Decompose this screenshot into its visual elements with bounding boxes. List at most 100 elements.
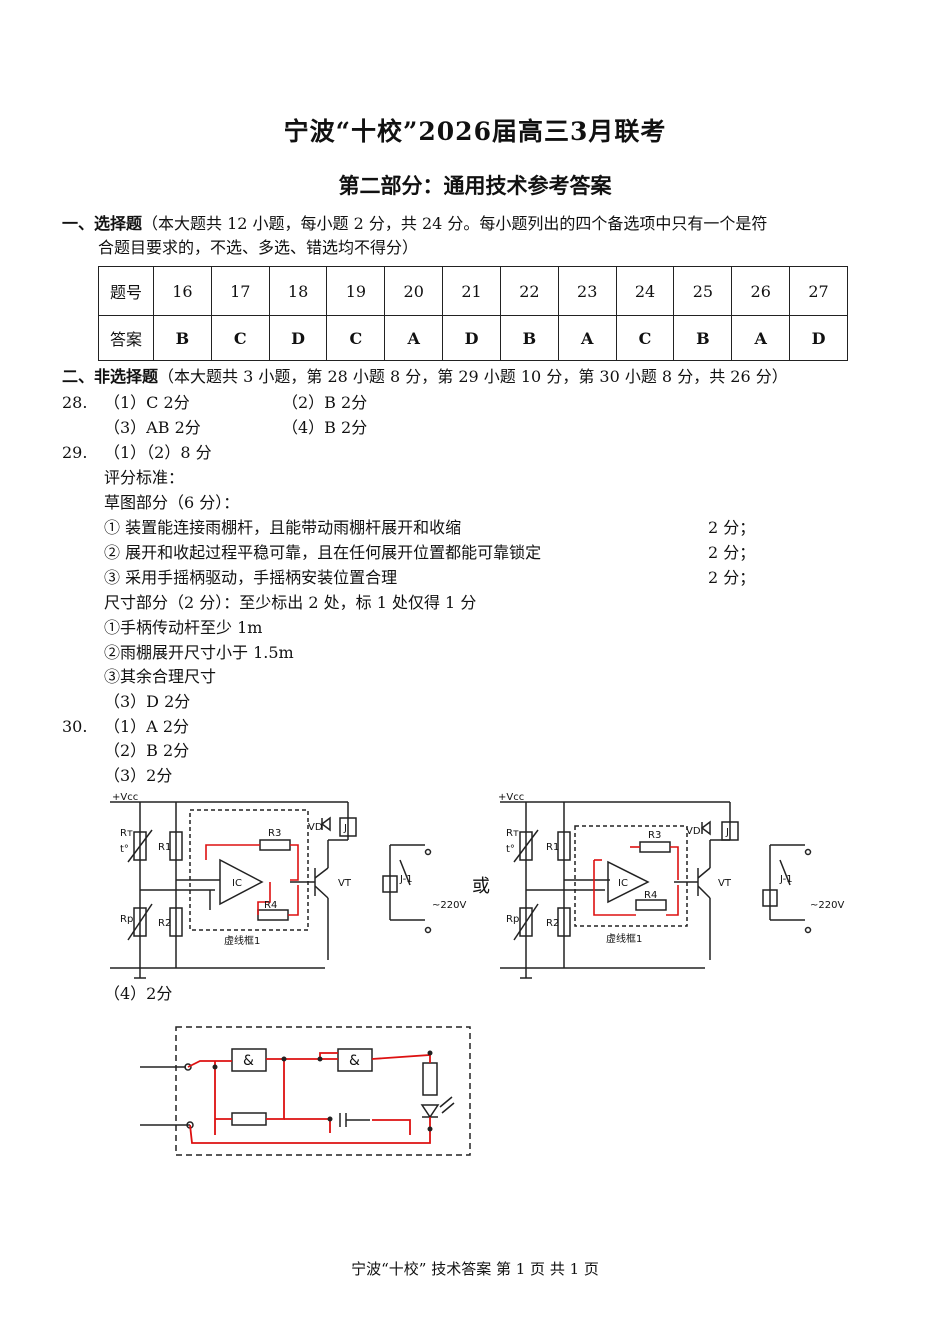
page-title: 宁波“十校”2026届高三3月联考 xyxy=(283,117,667,146)
table-cell: B xyxy=(499,315,559,361)
label-r4: R4 xyxy=(644,890,657,901)
label-vt: VT xyxy=(338,878,352,889)
q28-answer-1: （1）C 2分 xyxy=(104,393,190,412)
q29-points3: 2 分； xyxy=(708,568,756,587)
section1-heading: 一、选择题 xyxy=(62,214,143,233)
q29-item2: ② 展开和收起过程平稳可靠，且在任何展开位置都能可靠锁定 xyxy=(104,543,542,562)
and-gate-2-label: & xyxy=(349,1053,360,1069)
table-cell: 16 xyxy=(153,266,212,316)
label-vcc: +Vcc xyxy=(498,792,524,803)
table-cell: B xyxy=(153,315,212,361)
table-cell: 18 xyxy=(268,266,328,316)
label-r2: R2 xyxy=(546,918,559,929)
table-row: 答案 B C D C A D B A C B A D xyxy=(98,315,848,361)
table-cell: 24 xyxy=(615,266,675,316)
table-cell: 19 xyxy=(326,266,386,316)
table-cell: C xyxy=(326,315,386,361)
table-cell: C xyxy=(615,315,675,361)
table-cell: A xyxy=(384,315,444,361)
table-cell: 22 xyxy=(499,266,559,316)
section2-desc: （本大题共 3 小题，第 28 小题 8 分，第 29 小题 10 分，第 30… xyxy=(158,367,788,386)
label-t: t° xyxy=(120,844,129,855)
table-cell: A xyxy=(557,315,617,361)
label-vd: VD xyxy=(308,822,323,833)
q29-answer-3: （3）D 2分 xyxy=(104,692,191,711)
page-subtitle: 第二部分：通用技术参考答案 xyxy=(338,173,612,198)
label-rt: Rт xyxy=(506,828,519,839)
label-rp: Rp xyxy=(506,914,519,925)
table-cell: 21 xyxy=(442,266,501,316)
page-footer: 宁波“十校” 技术答案 第 1 页 共 1 页 xyxy=(351,1260,599,1278)
circuit-diagram-2: +Vcc Rт t° R1 Rp R2 R3 R4 IC VT VD J J-1… xyxy=(498,792,844,979)
q28-answer-4: （4）B 2分 xyxy=(282,418,368,437)
q30-answer-3: （3）2分 xyxy=(104,766,173,785)
table-cell: 27 xyxy=(789,266,848,316)
label-220v: ~220V xyxy=(432,900,466,911)
table-cell: 23 xyxy=(557,266,617,316)
circuit-diagram-1: +Vcc Rт t° R1 Rp R2 R3 R4 IC VT VD J J-1… xyxy=(110,792,466,979)
q29-dim-line: 尺寸部分（2 分）：至少标出 2 处，标 1 处仅得 1 分 xyxy=(104,593,477,612)
q29-dim3: ③其余合理尺寸 xyxy=(104,667,217,686)
label-box: 虚线框1 xyxy=(606,932,642,945)
label-vcc: +Vcc xyxy=(112,792,138,803)
label-r1: R1 xyxy=(546,842,559,853)
q29-item1: ① 装置能连接雨棚杆，且能带动雨棚杆展开和收缩 xyxy=(104,518,462,537)
label-rt: Rт xyxy=(120,828,133,839)
table-cell: 25 xyxy=(673,266,733,316)
table-cell: D xyxy=(789,315,848,361)
table-cell: D xyxy=(268,315,328,361)
and-gate-1-label: & xyxy=(243,1053,254,1069)
table-cell: A xyxy=(731,315,791,361)
label-box: 虚线框1 xyxy=(224,934,260,947)
label-vt: VT xyxy=(718,878,732,889)
label-r2: R2 xyxy=(158,918,171,929)
label-j1: J-1 xyxy=(399,874,413,885)
label-ic: IC xyxy=(618,878,628,889)
q28-number: 28. xyxy=(62,393,88,412)
table-cell: C xyxy=(210,315,270,361)
table-cell: B xyxy=(673,315,733,361)
answer-table: 题号 16 17 18 19 20 21 22 23 24 25 26 27 答… xyxy=(98,266,848,361)
or-label: 或 xyxy=(472,876,490,897)
section1-desc: （本大题共 12 小题，每小题 2 分，共 24 分。每小题列出的四个备选项中只… xyxy=(142,214,768,233)
section1-heading-line: 一、选择题（本大题共 12 小题，每小题 2 分，共 24 分。每小题列出的四个… xyxy=(62,212,767,236)
table-cell: 26 xyxy=(731,266,791,316)
table-cell: 20 xyxy=(384,266,444,316)
table-cell: D xyxy=(442,315,501,361)
q29-points2: 2 分； xyxy=(708,543,756,562)
label-r1: R1 xyxy=(158,842,171,853)
label-r4: R4 xyxy=(264,900,277,911)
label-t: t° xyxy=(506,844,515,855)
section2-heading: 二、非选择题 xyxy=(62,367,159,386)
table-header: 答案 xyxy=(98,315,154,361)
q29-item3: ③ 采用手摇柄驱动，手摇柄安装位置合理 xyxy=(104,568,398,587)
label-j: J xyxy=(343,823,347,834)
q30-answer-1: （1）A 2分 xyxy=(104,717,190,736)
q29-line1: （1）（2）8 分 xyxy=(104,443,212,462)
section1-desc-2: 合题目要求的，不选、多选、错选均不得分） xyxy=(98,238,419,257)
label-ic: IC xyxy=(232,878,242,889)
table-header: 题号 xyxy=(98,266,154,316)
label-vd: VD xyxy=(686,826,701,837)
table-cell: 17 xyxy=(210,266,270,316)
q28-answer-2: （2）B 2分 xyxy=(282,393,368,412)
q29-points1: 2 分； xyxy=(708,518,756,537)
section2-heading-line: 二、非选择题（本大题共 3 小题，第 28 小题 8 分，第 29 小题 10 … xyxy=(62,365,788,389)
q29-line2: 评分标准： xyxy=(104,468,185,487)
label-j1: J-1 xyxy=(779,874,793,885)
table-row: 题号 16 17 18 19 20 21 22 23 24 25 26 27 xyxy=(98,266,848,316)
q29-dim2: ②雨棚展开尺寸小于 1.5m xyxy=(104,643,294,662)
q29-number: 29. xyxy=(62,443,88,462)
label-220v: ~220V xyxy=(810,900,844,911)
q28-answer-3: （3）AB 2分 xyxy=(104,418,201,437)
label-r3: R3 xyxy=(268,828,281,839)
label-r3: R3 xyxy=(648,830,661,841)
label-rp: Rp xyxy=(120,914,133,925)
q30-number: 30. xyxy=(62,717,88,736)
q29-dim1: ①手柄传动杆至少 1m xyxy=(104,618,263,637)
logic-circuit-diagram: & & xyxy=(140,1026,471,1156)
q30-answer-4: （4）2分 xyxy=(104,984,173,1003)
q30-answer-2: （2）B 2分 xyxy=(104,741,190,760)
q29-line3: 草图部分（6 分）： xyxy=(104,493,240,512)
label-j: J xyxy=(725,827,729,838)
